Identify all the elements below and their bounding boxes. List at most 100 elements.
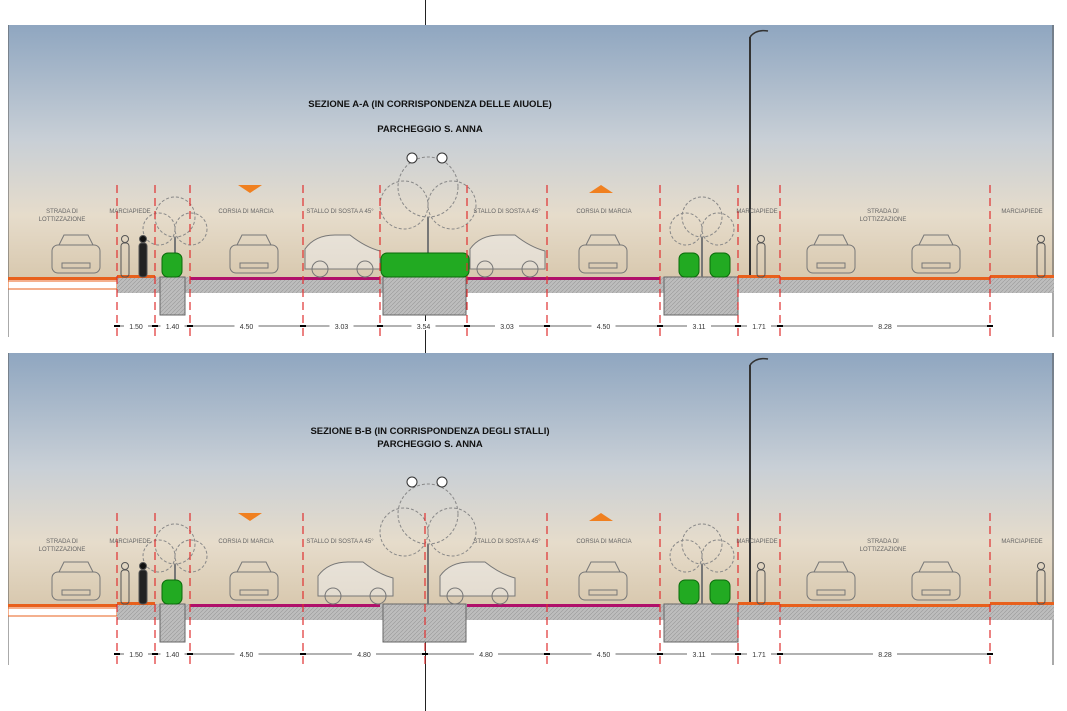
dimension-label-bg <box>747 321 771 330</box>
sidewalk-left <box>117 275 155 278</box>
section-subtitle: PARCHEGGIO S. ANNA <box>377 124 483 135</box>
dimension-label: 3.11 <box>692 324 705 331</box>
zone-label-line: STRADA DI <box>46 209 78 215</box>
dimension-label: 8.28 <box>878 324 892 331</box>
pedestrian <box>756 235 766 278</box>
tree-crown <box>174 539 208 573</box>
tree-crown <box>427 180 477 230</box>
zone-label: CORSIA DI MARCIA <box>576 209 631 215</box>
zone-label: STALLO DI SOSTA A 45° <box>473 539 541 545</box>
dimension-label-bg <box>495 321 519 330</box>
zone-label-line: STRADA DI <box>867 209 899 215</box>
dimension-label: 3.03 <box>335 324 349 331</box>
hedge <box>709 579 731 605</box>
dimension-label-bg <box>687 321 711 330</box>
pedestrian <box>756 562 766 605</box>
car-grille <box>588 589 618 596</box>
person-body <box>138 569 148 605</box>
road-left-base <box>8 280 118 290</box>
dimension-label-bg <box>124 649 148 658</box>
car-grille <box>61 262 91 269</box>
dimension-label: 4.50 <box>240 324 254 331</box>
dimension-label: 4.80 <box>479 652 493 659</box>
zone-label-line: STALLO DI SOSTA A 45° <box>473 209 541 215</box>
car-body <box>806 571 856 601</box>
car-roof <box>813 561 849 573</box>
tree-crown <box>681 196 723 238</box>
car-front <box>806 234 856 274</box>
dimension-label-bg <box>124 321 148 330</box>
car-front <box>51 561 101 601</box>
car-body <box>578 244 628 274</box>
car-wheel <box>476 260 494 278</box>
dimension-label-bg <box>234 321 259 330</box>
car-parked-side <box>469 234 546 278</box>
tree <box>379 483 477 604</box>
section-subtitle: PARCHEGGIO S. ANNA <box>377 439 483 450</box>
car-body <box>51 571 101 601</box>
lane-surface-right <box>467 604 660 607</box>
lamp-head <box>406 476 418 488</box>
zone-label: MARCIAPIEDE <box>109 539 150 545</box>
car-parked-side <box>317 561 394 605</box>
car-grille <box>816 589 846 596</box>
planter-left <box>159 276 186 316</box>
zone-label-line: MARCIAPIEDE <box>109 539 150 545</box>
zone-label-line: LOTTIZZAZIONE <box>860 547 907 553</box>
car-parked-side <box>304 234 381 278</box>
car-front <box>911 561 961 601</box>
tree <box>669 523 735 604</box>
dimension-label: 4.50 <box>597 324 611 331</box>
zone-label-line: CORSIA DI MARCIA <box>576 539 631 545</box>
road-left-base <box>8 607 118 617</box>
hedge <box>161 579 183 605</box>
section-drawing: STRADA DI LOTTIZZAZIONE MARCIAPIEDE CORSIA … <box>8 25 1054 337</box>
road-right <box>780 277 990 280</box>
dimension-label: 1.71 <box>752 324 766 331</box>
tree-crown <box>379 180 429 230</box>
pedestrian <box>138 562 148 605</box>
car-wheel <box>491 587 509 605</box>
zone-label: CORSIA DI MARCIA <box>218 209 273 215</box>
zone-label-line: LOTTIZZAZIONE <box>860 217 907 223</box>
section-a-a: STRADA DI LOTTIZZAZIONE MARCIAPIEDE CORSIA … <box>8 25 1054 337</box>
dimension-label-bg <box>234 649 259 658</box>
dimension-label-bg <box>411 321 436 330</box>
section-drawing: STRADA DI LOTTIZZAZIONE MARCIAPIEDE CORSIA … <box>8 353 1054 665</box>
dimension-label: 1.40 <box>166 652 180 659</box>
car-wheel <box>324 587 342 605</box>
car-grille <box>239 589 269 596</box>
pedestrian <box>120 235 130 278</box>
car-grille <box>816 262 846 269</box>
car-roof <box>236 561 272 573</box>
zone-label-line: CORSIA DI MARCIA <box>576 209 631 215</box>
planter-left <box>159 603 186 643</box>
hedge-center <box>380 252 470 278</box>
dimension-label-bg <box>329 321 354 330</box>
zone-label-line: STALLO DI SOSTA A 45° <box>473 539 541 545</box>
lamp-head <box>436 476 448 488</box>
section-b-b: STRADA DI LOTTIZZAZIONE MARCIAPIEDE CORSIA … <box>8 353 1054 665</box>
pedestrian <box>120 562 130 605</box>
dimension-label: 4.50 <box>240 652 254 659</box>
pedestrian <box>1036 235 1046 278</box>
planter-right <box>663 276 739 316</box>
dimension-label: 4.50 <box>597 652 611 659</box>
car-body <box>229 571 279 601</box>
zone-label-line: MARCIAPIEDE <box>109 209 150 215</box>
dimension-label: 1.50 <box>129 324 143 331</box>
lane-surface-left <box>190 604 380 607</box>
tree <box>669 196 735 277</box>
dimension-label: 3.03 <box>500 324 514 331</box>
car-side-body <box>439 561 516 597</box>
tree-crown <box>669 539 703 573</box>
dimension-label-bg <box>687 649 711 658</box>
car-body <box>51 244 101 274</box>
car-roof <box>813 234 849 246</box>
sky-background <box>8 25 1054 279</box>
lane-surface-left <box>190 277 380 280</box>
zone-label-line: STRADA DI <box>46 539 78 545</box>
car-grille <box>921 262 951 269</box>
tree-crown <box>397 483 459 545</box>
car-wheel <box>446 587 464 605</box>
